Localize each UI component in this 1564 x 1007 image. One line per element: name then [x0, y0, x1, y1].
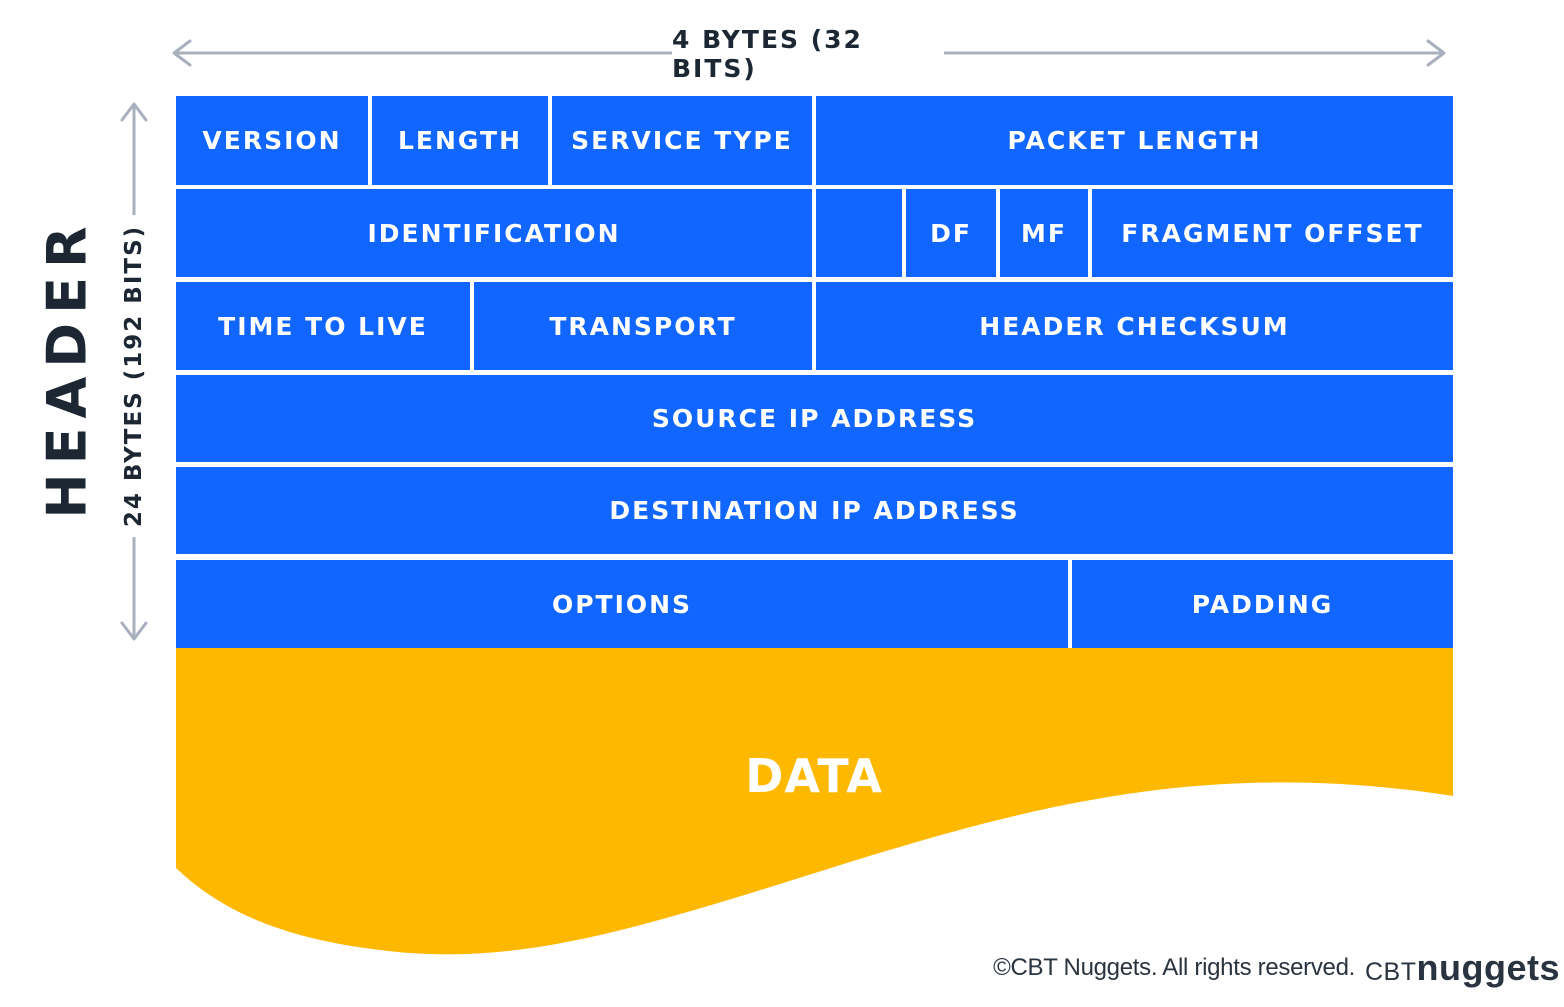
field-service-type: SERVICE TYPE	[552, 96, 812, 185]
field-blank-flag	[816, 189, 902, 277]
logo-nuggets-text: nuggets	[1416, 947, 1560, 988]
field-identification: IDENTIFICATION	[176, 189, 812, 277]
field-length: LENGTH	[372, 96, 548, 185]
copyright-text: ©CBT Nuggets. All rights reserved.	[993, 954, 1355, 981]
field-mf: MF	[1000, 189, 1088, 277]
data-label: DATA	[745, 749, 883, 803]
cbt-nuggets-logo: CBT nuggets	[1365, 947, 1560, 989]
field-packet-length: PACKET LENGTH	[816, 96, 1453, 185]
footer: ©CBT Nuggets. All rights reserved. CBT n…	[960, 947, 1560, 989]
field-padding: PADDING	[1072, 560, 1453, 648]
field-df: DF	[906, 189, 996, 277]
field-destination-ip-address: DESTINATION IP ADDRESS	[176, 467, 1453, 554]
field-header-checksum: HEADER CHECKSUM	[816, 282, 1453, 370]
field-transport: TRANSPORT	[474, 282, 812, 370]
field-options: OPTIONS	[176, 560, 1068, 648]
field-version: VERSION	[176, 96, 368, 185]
field-time-to-live: TIME TO LIVE	[176, 282, 470, 370]
field-fragment-offset: FRAGMENT OFFSET	[1092, 189, 1453, 277]
field-source-ip-address: SOURCE IP ADDRESS	[176, 375, 1453, 462]
logo-cbt-text: CBT	[1365, 958, 1417, 986]
